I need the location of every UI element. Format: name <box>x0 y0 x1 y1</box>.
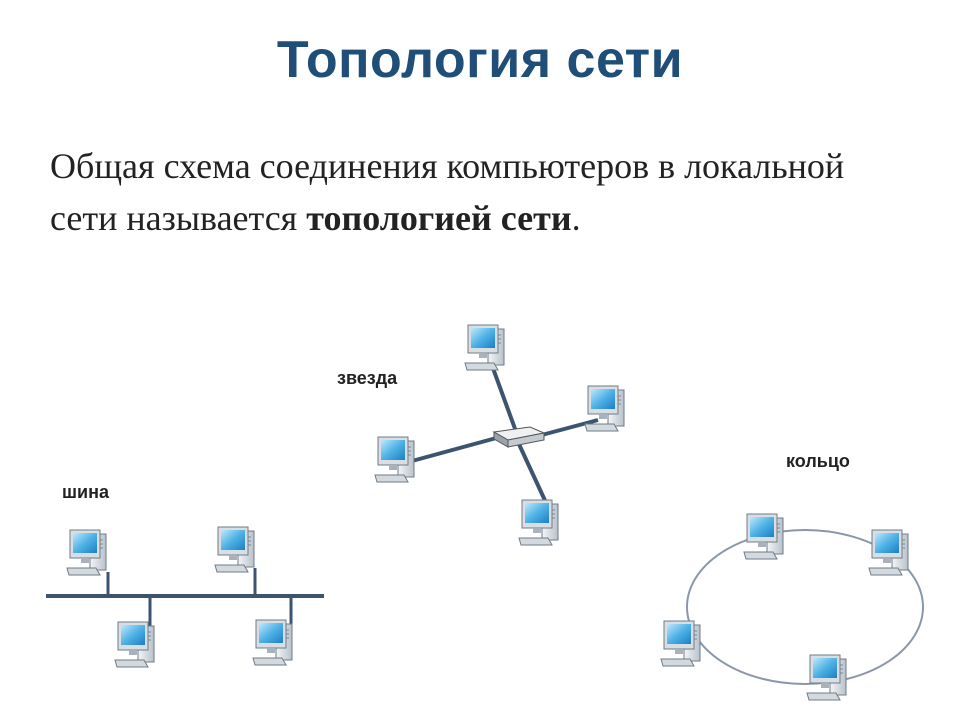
bus-label: шина <box>62 482 109 502</box>
network-hub-icon <box>492 426 546 448</box>
computer-icon <box>252 619 293 666</box>
ring-cable <box>686 529 924 685</box>
description-period: . <box>571 198 581 238</box>
description-term: топологией сети <box>306 198 572 238</box>
computer-icon <box>66 529 107 576</box>
computer-icon <box>518 499 559 546</box>
computer-icon <box>584 385 625 432</box>
ring-topology <box>660 513 924 701</box>
page-title: Топология сети <box>276 31 684 89</box>
description-text: Общая схема соединения компьютеров в лок… <box>50 146 845 238</box>
computer-icon <box>660 620 701 667</box>
star-topology <box>374 324 625 546</box>
computer-icon <box>374 436 415 483</box>
star-cable <box>537 418 599 438</box>
star-cable <box>488 359 520 438</box>
star-label: звезда <box>337 368 398 388</box>
bus-topology <box>46 526 324 668</box>
computer-icon <box>114 621 155 668</box>
description: Общая схема соединения компьютеров в лок… <box>50 140 910 244</box>
computer-icon <box>214 526 255 573</box>
star-cable <box>411 435 501 463</box>
ring-label: кольцо <box>786 451 850 471</box>
computer-icon <box>806 654 847 701</box>
computer-icon <box>868 529 909 576</box>
star-cable <box>516 441 550 508</box>
computer-icon <box>464 324 505 371</box>
computer-icon <box>743 513 784 560</box>
